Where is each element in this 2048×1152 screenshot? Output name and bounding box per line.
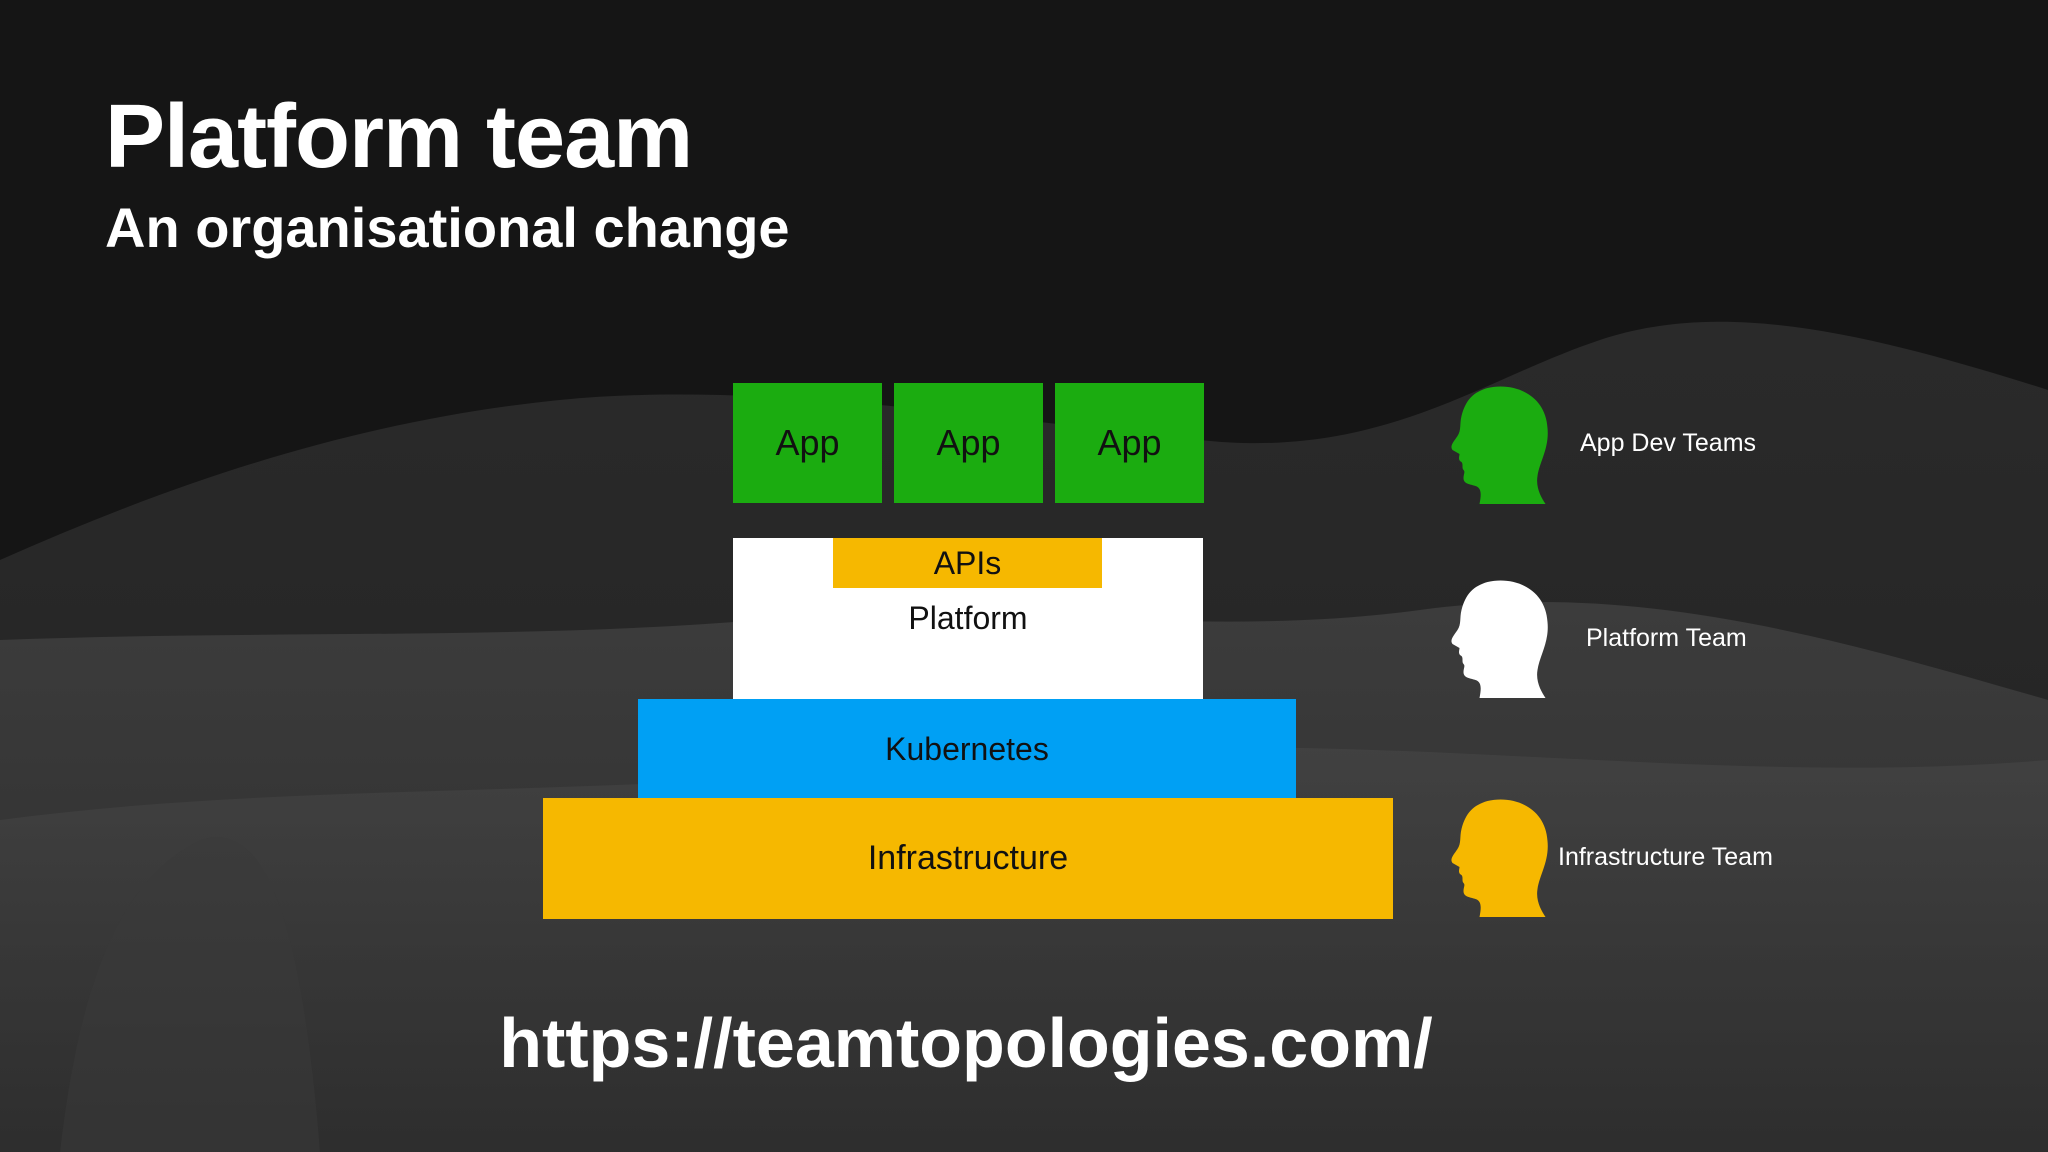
kubernetes-layer: Kubernetes bbox=[638, 699, 1296, 799]
head-silhouette-icon bbox=[1451, 386, 1548, 504]
team-label-platform: Platform Team bbox=[1586, 624, 1747, 652]
team-label-app-dev: App Dev Teams bbox=[1580, 429, 1757, 457]
apis-layer: APIs bbox=[833, 538, 1102, 588]
slide-title: Platform team bbox=[105, 87, 693, 187]
head-silhouette-icon bbox=[1451, 799, 1548, 917]
app-block: App bbox=[1055, 383, 1204, 503]
head-silhouette-icon bbox=[1451, 580, 1548, 698]
team-label-infrastructure: Infrastructure Team bbox=[1558, 843, 1773, 871]
platform-layer: APIs Platform bbox=[733, 538, 1203, 699]
slide-subtitle: An organisational change bbox=[105, 196, 790, 259]
platform-label: Platform bbox=[908, 600, 1028, 636]
app-block: App bbox=[894, 383, 1043, 503]
app-block: App bbox=[733, 383, 882, 503]
team-topologies-url: https://teamtopologies.com/ bbox=[499, 1004, 1433, 1082]
infrastructure-layer: Infrastructure bbox=[543, 798, 1393, 919]
